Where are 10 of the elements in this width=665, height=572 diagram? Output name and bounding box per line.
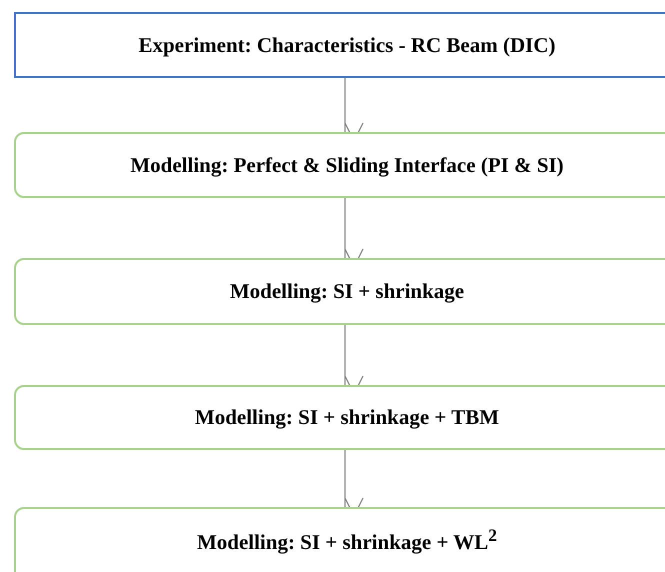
box-label: Modelling: SI + shrinkage + WL$^{2}$ xyxy=(196,525,498,555)
box-label: Modelling: Perfect & Sliding Interface (PI & SI) xyxy=(130,152,564,178)
box-label: Modelling: SI + shrinkage + TBM xyxy=(194,405,500,430)
process-box xyxy=(14,507,665,572)
box-label: Experiment: Characteristics - RC Beam (DIC) xyxy=(138,32,556,58)
process-box xyxy=(14,258,665,325)
process-box xyxy=(14,132,665,198)
box-label: Modelling: SI + shrinkage xyxy=(230,279,464,304)
process-box xyxy=(14,385,665,450)
process-box xyxy=(14,12,665,78)
